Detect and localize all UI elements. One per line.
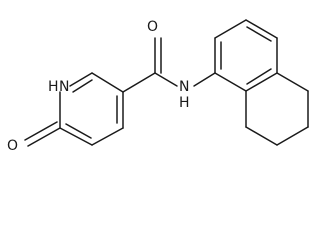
amide-hydrogen-label: H: [179, 95, 190, 111]
bond-c3-c4: [59, 127, 93, 146]
bond-c2-o-double: [24, 121, 58, 141]
ring-nitrogen-label: N: [59, 79, 69, 95]
bond-c4-c5: [91, 127, 124, 146]
bond-sat3: [276, 126, 309, 146]
lactam-carbonyl: [24, 121, 61, 147]
bond-ar5-ar6-inner: [246, 68, 272, 85]
ring-carbonyl-oxygen-label: O: [7, 138, 18, 152]
saturated-ring: [245, 72, 309, 146]
bond-c6-carbonyl-c: [122, 72, 156, 93]
atom-labels: H N O O N H: [7, 19, 190, 152]
bond-sat4: [245, 126, 278, 146]
aromatic-ring: [214, 19, 278, 92]
bond-carbonyl-c-n: [154, 72, 178, 87]
bond-sat1: [276, 72, 309, 92]
bond-c3-c4-inner: [65, 123, 92, 139]
bond-ar5-ar6: [245, 72, 278, 92]
amide-oxygen-label: O: [147, 19, 158, 35]
molecule-structure: H N O O N H: [7, 19, 309, 152]
bond-c2-o: [27, 127, 61, 147]
structure-canvas: H N O O N H: [7, 19, 309, 152]
bond-c7-n: [69, 72, 93, 87]
bond-ar3-ar4: [245, 19, 278, 39]
ring-nitrogen-hydrogen-label: H: [48, 79, 59, 95]
amide-nitrogen-label: N: [179, 79, 189, 95]
bond-c7-n-inner: [72, 79, 93, 93]
carboxamide-linker: [122, 37, 216, 93]
bond-ar6-ar1: [214, 72, 247, 92]
bond-ar3-ar4-inner: [246, 26, 272, 42]
bond-n-aryl: [193, 72, 216, 87]
pyridinone-ring: [59, 72, 124, 146]
bond-c6-c7: [91, 72, 124, 93]
bond-ar2-ar3: [214, 19, 247, 39]
